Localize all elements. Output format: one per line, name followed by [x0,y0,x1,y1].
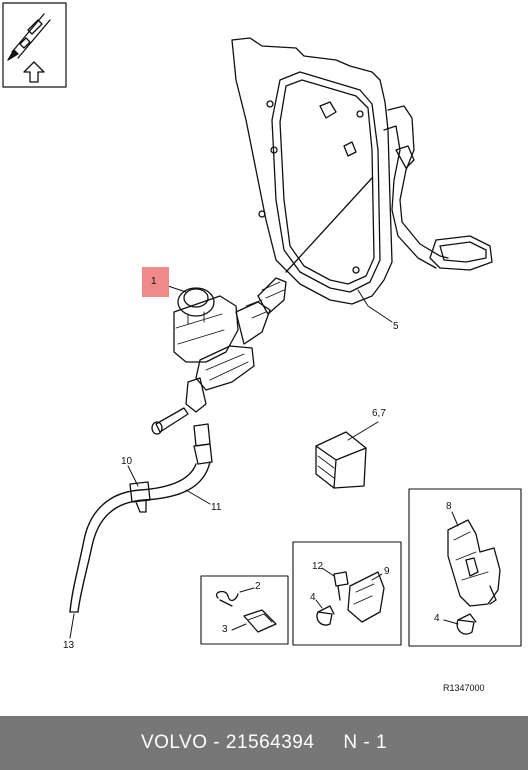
callout-3: 3 [222,624,228,635]
detail-box-small [200,575,289,645]
callout-4a: 4 [310,592,316,603]
leader-3 [231,623,247,631]
leader-10 [127,465,139,487]
callout-6-7: 6,7 [372,408,386,419]
orientation-icon [2,2,67,88]
callout-1: 1 [151,276,157,287]
clutch-master-cylinder [173,277,287,413]
callout-11: 11 [211,502,222,513]
detail-box-large [408,488,522,647]
clip-6-7 [315,431,367,489]
diagram-drawing [2,2,522,647]
callout-8: 8 [446,501,452,512]
footer-note: N - 1 [343,732,388,753]
footer-bar: VOLVO - 21564394 N - 1 [0,716,528,770]
leader-8 [451,511,459,527]
clutch-pedal [383,105,493,271]
pedal-bracket-plate [231,37,393,305]
push-rod [285,177,373,273]
footer-brand: VOLVO [140,732,208,753]
leader-4a [315,599,323,609]
leader-5 [357,289,393,323]
reference-code: R1347000 [443,683,485,693]
leader-6-7 [347,421,379,441]
highlighted-part-marker [142,267,169,297]
footer-separator: - [207,732,226,753]
clutch-hose [69,423,213,613]
callout-10: 10 [121,456,133,467]
mounting-bolt [151,407,189,435]
leader-2 [239,587,255,593]
parts-diagram: 1 5 6,7 10 11 13 2 3 12 9 4 8 4 R1347000 [2,2,522,693]
callout-2: 2 [255,581,261,592]
callout-9: 9 [384,566,390,577]
callout-5: 5 [393,321,399,332]
leader-4b [443,619,459,625]
callout-12: 12 [312,561,324,572]
footer-part-number: 21564394 [225,732,315,753]
callout-4b: 4 [434,613,440,624]
leader-9 [371,573,383,581]
footer-gap [314,732,343,754]
detail-box-medium [292,541,402,646]
callout-13: 13 [63,640,75,651]
leader-11 [185,489,211,505]
leader-13 [69,613,75,639]
leader-12 [321,567,335,577]
